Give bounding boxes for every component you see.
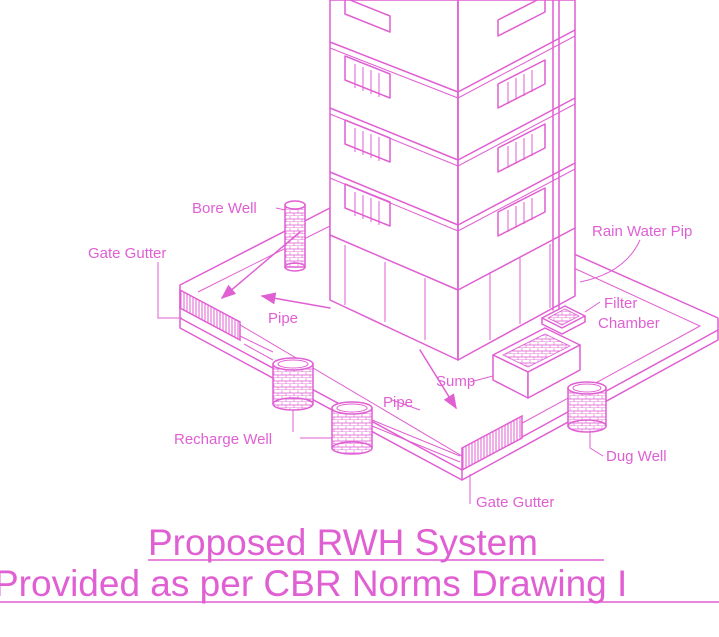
recharge-well-label: Recharge Well: [174, 431, 272, 448]
building: [329, 0, 576, 361]
flow-arrows: [220, 231, 457, 410]
sump: [492, 327, 581, 399]
recharge-well-1: [272, 357, 314, 411]
gate-gutter-front: [461, 414, 523, 472]
title-line-1: Proposed RWH System: [148, 522, 538, 563]
sump-label: Sump: [436, 373, 475, 390]
rain-water-pipe-label: Rain Water Pip: [592, 223, 692, 240]
windows-left: [344, 0, 391, 227]
dug-well: [567, 381, 607, 433]
filter-chamber: [541, 305, 586, 335]
gate-gutter-front-label: Gate Gutter: [476, 494, 554, 511]
dug-well-label: Dug Well: [606, 448, 667, 465]
filter-chamber-label-2: Chamber: [598, 315, 660, 332]
pipes: [239, 335, 461, 463]
title-line-2: Provided as per CBR Norms Drawing I: [0, 563, 627, 604]
filter-chamber-label-1: Filter: [604, 295, 637, 312]
windows-right: [497, 0, 546, 237]
bore-well-label: Bore Well: [192, 200, 257, 217]
gate-gutter-left: [179, 288, 241, 342]
pipe-left-label: Pipe: [268, 310, 298, 327]
leader-lines: [157, 207, 641, 504]
pipe-front-label: Pipe: [383, 394, 413, 411]
gate-gutter-left-label: Gate Gutter: [88, 245, 166, 262]
recharge-well-2: [331, 401, 373, 455]
rain-water-pipe: [552, 0, 560, 311]
